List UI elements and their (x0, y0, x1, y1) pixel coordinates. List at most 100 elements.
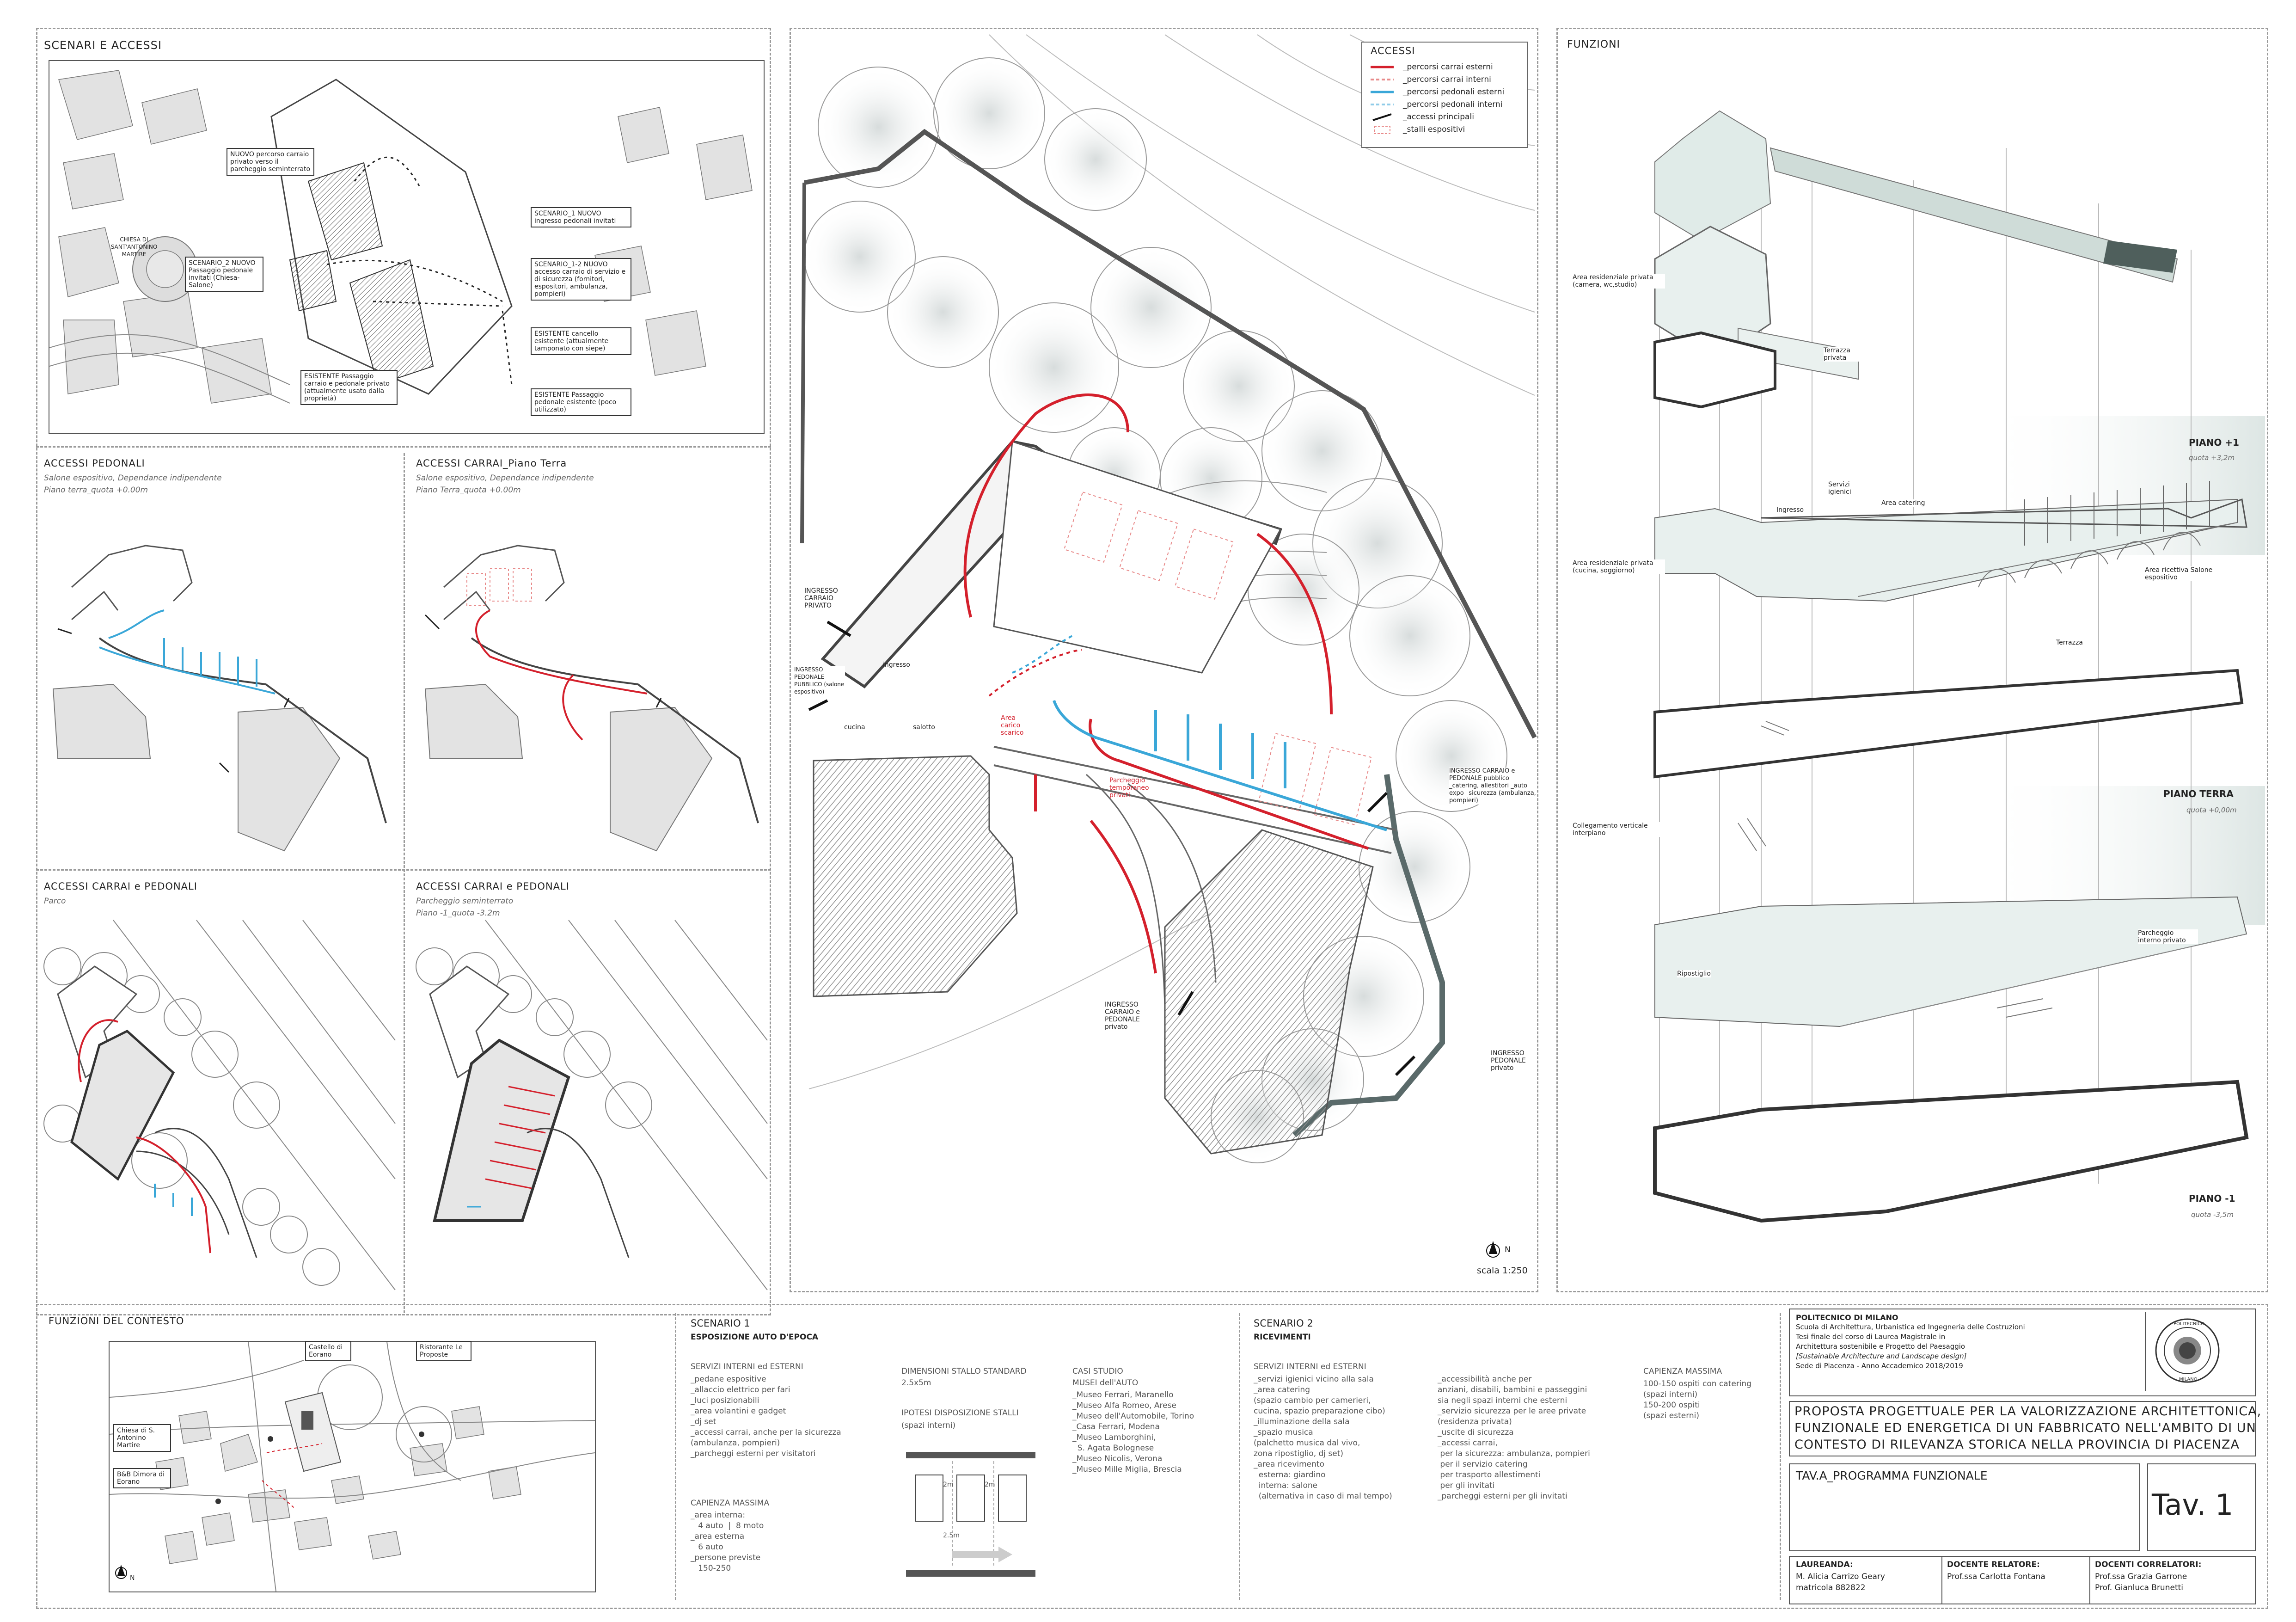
legend-item-4: _percorsi pedonali interni (1403, 100, 1503, 109)
correlatori-name-2: Prof. Gianluca Brunetti (2095, 1583, 2183, 1592)
legend-item-1: _percorsi carrai esterni (1403, 62, 1493, 72)
s1-museum: _Museo Mille Miglia, Brescia (1072, 1465, 1182, 1474)
subpanel-3-plan (43, 920, 396, 1290)
project-title: PROPOSTA PROGETTUALE PER LA VALORIZZAZIO… (1794, 1403, 2261, 1453)
relatore-name: Prof.ssa Carlotta Fontana (1947, 1572, 2045, 1581)
s1-cap-list: _area interna: 4 auto | 8 moto _area est… (691, 1510, 764, 1574)
subpanel-1-sub2: Piano terra_quota +0.00m (44, 485, 148, 495)
s1-museum: _Museo dell'Automobile, Torino (1072, 1412, 1194, 1421)
project-title-line: PROPOSTA PROGETTUALE PER LA VALORIZZAZIO… (1794, 1404, 2262, 1419)
site-plan (800, 34, 1537, 1258)
s1-col1-list: _pedane espositive _allaccio elettrico p… (691, 1374, 841, 1459)
s1-col3-sub: MUSEI dell'AUTO (1072, 1378, 1139, 1388)
s2-item: _accessi carrai, (1438, 1438, 1498, 1448)
contesto-map-frame (109, 1341, 596, 1592)
scenario1-subtitle: ESPOSIZIONE AUTO D'EPOCA (691, 1333, 819, 1342)
laureanda-name: M. Alicia Carrizo Geary (1796, 1572, 1885, 1581)
legend-title: ACCESSI (1371, 45, 1415, 56)
level-name-1: PIANO +1 (2189, 437, 2239, 448)
funzioni-title: FUNZIONI (1567, 39, 1621, 50)
s1-item: _luci posizionabili (691, 1396, 759, 1405)
north-label: N (1505, 1245, 1511, 1254)
s2-cap-item: 100-150 ospiti con catering (1643, 1379, 1752, 1389)
subpanel-2-title: ACCESSI CARRAI_Piano Terra (416, 458, 567, 469)
s2-cap-item: (spazi interni) (1643, 1390, 1698, 1399)
s1-museum: _Museo Lamborghini, (1072, 1433, 1156, 1442)
project-title-line: FUNZIONALE ED ENERGETICA DI UN FABBRICAT… (1794, 1421, 2256, 1435)
north-arrow (1486, 1241, 1500, 1258)
seal-bottom-text: MILANO (2179, 1377, 2198, 1382)
stall-dim-3: 2.5m (943, 1532, 960, 1539)
bottom-divider-1 (675, 1313, 676, 1600)
s2-item: sia negli spazi interni che esterni (1438, 1396, 1567, 1405)
contesto-map (110, 1342, 595, 1591)
s2-item: (palchetto musica dal vivo, (1254, 1438, 1360, 1448)
callout-new-car-path: NUOVO percorso carraio privato verso il … (227, 148, 314, 176)
scenario2-title: SCENARIO 2 (1254, 1318, 1313, 1329)
credits-box (1789, 1556, 2256, 1604)
legend-item-6: _stalli espositivi (1403, 125, 1465, 134)
s2-cap-item: 150-200 ospiti (1643, 1401, 1700, 1410)
contesto-label-bb: B&B Dimora di Eorano (113, 1468, 171, 1488)
bottom-divider-3 (1780, 1313, 1781, 1600)
scenario1-title: SCENARIO 1 (691, 1318, 750, 1329)
label-cucina: cucina (844, 724, 865, 731)
tav-num: Tav. 1 (2152, 1488, 2234, 1522)
s2-item: _area ricevimento (1254, 1460, 1324, 1469)
label-ingresso-pubblico: INGRESSO PEDONALE PUBBLICO (salone espos… (794, 666, 845, 695)
credits-div-2 (2089, 1556, 2090, 1604)
s2-item: (alternativa in caso di mal tempo) (1254, 1492, 1392, 1501)
s2-item: _spazio musica (1254, 1428, 1313, 1437)
level-quota-3: quota -3,5m (2191, 1210, 2234, 1219)
callout-scenario2: SCENARIO_2 NUOVO Passaggio pedonale invi… (185, 257, 263, 292)
s1-col2-head: DIMENSIONI STALLO STANDARD (901, 1367, 1027, 1376)
s1-cap-item: _persone previste (691, 1553, 761, 1562)
s1-item: _accessi carrai, anche per la sicurezza (691, 1428, 841, 1437)
level-name-2: PIANO TERRA (2163, 788, 2234, 799)
tav-num-box (2147, 1463, 2256, 1551)
s2-col1-head: SERVIZI INTERNI ed ESTERNI (1254, 1362, 1366, 1371)
fz-label-parcheggio: Parcheggio interno privato (2138, 929, 2198, 944)
callout-scenario1-2: SCENARIO_1-2 NUOVO accesso carraio di se… (531, 258, 631, 301)
s2-item: per trasporto allestimenti (1438, 1470, 1541, 1480)
contesto-label-chiesa: Chiesa di S. Antonino Martire (113, 1424, 171, 1452)
callout-existing-private: ESISTENTE Passaggio carraio e pedonale p… (300, 370, 398, 405)
s2-item: _area catering (1254, 1385, 1310, 1395)
s2-item: esterna: giardino (1254, 1470, 1326, 1480)
contesto-label-castello: Castello di Eorano (305, 1341, 351, 1361)
s2-item: cucina, spazio preparazione cibo) (1254, 1407, 1385, 1416)
seal-icon (2155, 1318, 2220, 1383)
s1-item: _pedane espositive (691, 1375, 766, 1384)
s1-cap-item: _area interna: (691, 1511, 746, 1520)
subpanel-4-sub1: Parcheggio seminterrato (416, 897, 514, 906)
contesto-title: FUNZIONI DEL CONTESTO (49, 1315, 184, 1327)
bottom-divider-2 (1239, 1313, 1240, 1600)
subpanel-2-sub1: Salone espositivo, Dependance indipenden… (416, 473, 594, 483)
fz-label-servizi: Servizi igienici (1828, 481, 1861, 496)
s1-col3-list: _Museo Ferrari, Maranello _Museo Alfa Ro… (1072, 1390, 1194, 1475)
laureanda-matricola: matricola 882822 (1796, 1583, 1866, 1592)
subpanel-4-plan (416, 920, 768, 1290)
label-ingresso: ingresso (883, 661, 910, 669)
s1-museum: _Casa Ferrari, Modena (1072, 1422, 1160, 1432)
subpanel-4-sub2: Piano -1_quota -3.2m (416, 909, 500, 918)
s2-item: _uscite di sicurezza (1438, 1428, 1514, 1437)
fz-label-collegamento: Collegamento verticale interpiano (1573, 822, 1665, 837)
legend-item-2: _percorsi carrai interni (1403, 75, 1491, 84)
s1-cap-item: 4 auto | 8 moto (691, 1521, 764, 1530)
tav-label: TAV.A_PROGRAMMA FUNZIONALE (1796, 1469, 1988, 1482)
scale-label: scala 1:250 (1477, 1266, 1528, 1276)
subpanel-4-title: ACCESSI CARRAI e PEDONALI (416, 881, 569, 892)
fz-label-ripostiglio: Ripostiglio (1677, 970, 1711, 977)
panel-funzioni (1556, 28, 2268, 1292)
cartiglio-line: [Sustainable Architecture and Landscape … (1796, 1352, 1967, 1360)
subpanel-2-plan (424, 545, 759, 852)
relatore-head: DOCENTE RELATORE: (1947, 1560, 2040, 1569)
s2-item: per il servizio catering (1438, 1460, 1528, 1469)
s1-cap-item: 150-250 (691, 1564, 731, 1573)
stall-diagram (906, 1452, 1035, 1577)
s1-museum: S. Agata Bolognese (1072, 1444, 1154, 1453)
callout-scenario1: SCENARIO_1 NUOVO ingresso pedonali invit… (531, 207, 631, 227)
s2-col2-list: _accessibilità anche per anziani, disabi… (1438, 1374, 1590, 1502)
s2-item: _servizi igienici vicino alla sala (1254, 1375, 1374, 1384)
